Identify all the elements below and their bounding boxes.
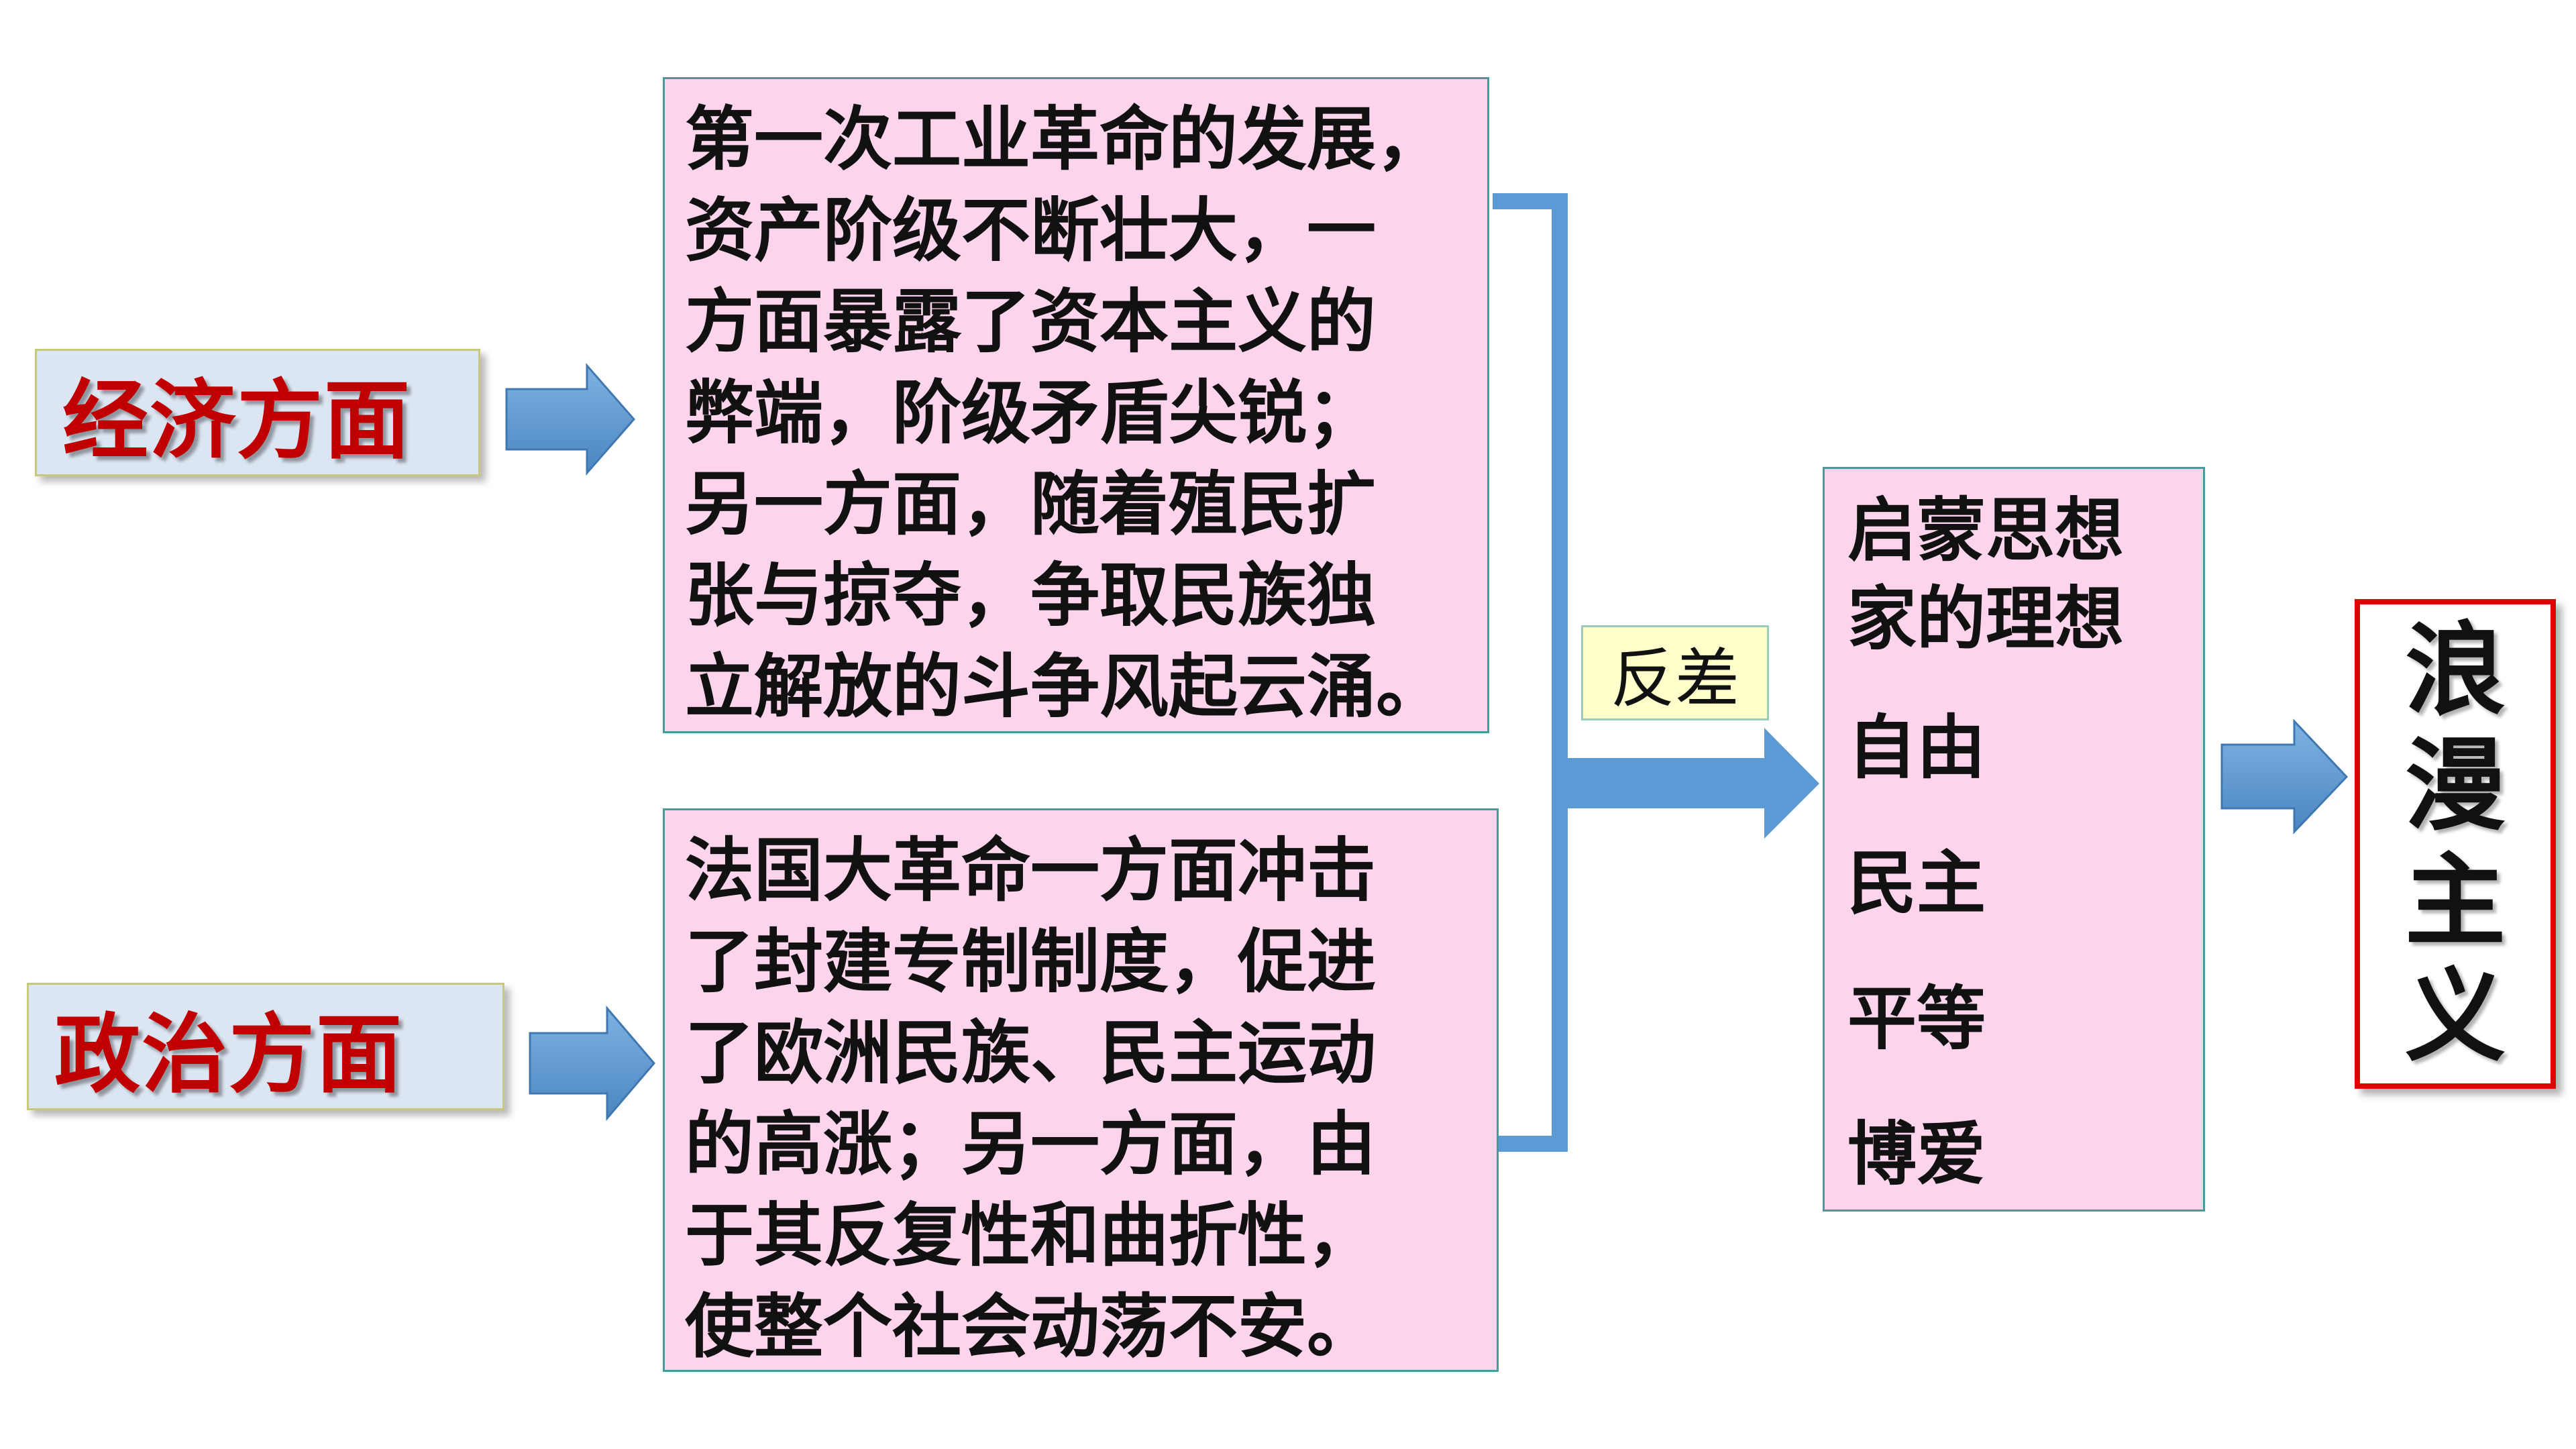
enlightenment-ideals-title: 启蒙思想 家的理想	[1847, 490, 2124, 659]
contrast-text: 反差	[1611, 641, 1739, 716]
economic-aspect-label: 经济方面	[35, 349, 480, 476]
political-cause-box: 法国大革命一方面冲击 了封建专制制度，促进 了欧洲民族、民主运动 的高涨；另一方…	[663, 808, 1499, 1372]
arrow-to-romanticism	[2220, 718, 2349, 835]
ideal-item: 平等	[1847, 979, 1986, 1059]
arrow-economic	[505, 363, 635, 476]
romanticism-char: 浪	[2404, 612, 2506, 729]
ideal-item: 自由	[1847, 708, 1986, 788]
economic-cause-box: 第一次工业革命的发展， 资产阶级不断壮大，一 方面暴露了资本主义的 弊端，阶级矛…	[663, 77, 1489, 733]
romanticism-char: 主	[2404, 843, 2506, 960]
bracket-connector	[1493, 193, 1568, 1152]
ideal-item: 民主	[1847, 843, 1986, 924]
economic-aspect-text: 经济方面	[62, 370, 412, 471]
political-aspect-label: 政治方面	[27, 983, 504, 1110]
political-aspect-text: 政治方面	[54, 1004, 404, 1105]
arrow-to-ideals	[1560, 728, 1819, 839]
enlightenment-ideals-box: 启蒙思想 家的理想 自由 民主 平等 博爱	[1823, 467, 2205, 1212]
arrow-political	[529, 1005, 655, 1122]
ideal-item: 博爱	[1847, 1114, 1986, 1195]
romanticism-box: 浪 漫 主 义	[2355, 599, 2556, 1089]
romanticism-char: 义	[2404, 959, 2506, 1075]
romanticism-char: 漫	[2404, 728, 2506, 845]
contrast-label: 反差	[1581, 625, 1769, 720]
